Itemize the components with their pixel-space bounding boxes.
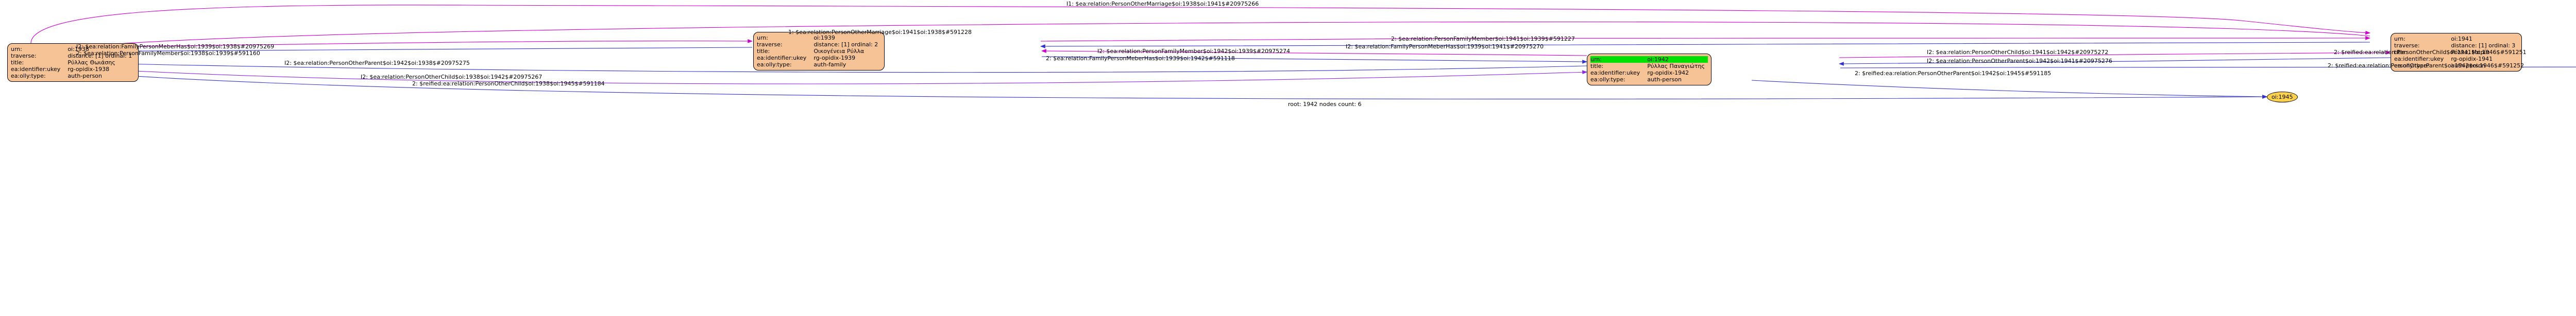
node-row: traverse: distance: [1] ordinal: 2 <box>757 41 881 48</box>
edge-label-person-family-member-1942-1939: I2: $ea:relation:PersonFamilyMember$oi:1… <box>1097 48 1291 55</box>
edge-label-marriage-1938-1941: I1: $ea:relation:PersonOtherMarriage$oi:… <box>1066 1 1259 7</box>
node-field-value: distance: [1] ordinal: 2 <box>814 41 878 48</box>
node-field-key: urn: <box>757 34 768 41</box>
node-row: ea:identifier:ukey rg-opidix-1938 <box>11 66 135 73</box>
node-field-value: Ρύλλα, Μαρία <box>2451 49 2490 56</box>
node-row: urn: oi:1939 <box>757 34 881 41</box>
node-field-key: ea:olly:type: <box>1590 76 1625 83</box>
node-field-value: distance: [1] ordinal: 1 <box>67 52 132 59</box>
edge-label-reified-person-other-parent-1942-1946: 2: $reified:ea:relation:PersonOtherParen… <box>2328 62 2524 69</box>
node-field-value: oi:1939 <box>814 34 835 41</box>
node-row: ea:identifier:ukey rg-opidix-1942 <box>1590 69 1708 76</box>
node-row: traverse: distance: [1] ordinal: 1 <box>11 52 135 59</box>
node-field-value: oi:1942 <box>1647 56 1669 63</box>
node-box: urn: oi:1942 title: Ρύλλας Παναγιώτης ea:i… <box>1587 54 1711 85</box>
node-field-key: title: <box>757 48 770 55</box>
node-field-key: urn: <box>11 46 22 52</box>
node-row: ea:olly:type: auth-person <box>1590 76 1708 83</box>
node-field-key: urn: <box>1590 56 1602 63</box>
edge-label-person-other-parent-1942-1938: I2: $ea:relation:PersonOtherParent$oi:19… <box>284 60 470 66</box>
node-row: title: Οικογένεια Ρύλλα <box>757 48 881 55</box>
edge-label-family-member-has-1939-1942: 2: $ea:relation:FamilyPersonMeberHas$oi:… <box>1046 55 1235 62</box>
node-row: title: Ρύλλας Θωιάσης <box>11 59 135 66</box>
graph-node-1942-root[interactable]: urn: oi:1942 title: Ρύλλας Παναγιώτης ea:i… <box>1587 54 1711 85</box>
node-field-value: oi:1938 <box>67 46 89 52</box>
node-field-value: Ρύλλας Θωιάσης <box>67 59 115 66</box>
node-field-value: rg-opidix-1938 <box>67 66 110 73</box>
graph-node-1938[interactable]: urn: oi:1938 traverse: distance: [1] ordin… <box>7 43 139 82</box>
node-box: urn: oi:1941 traverse: distance: [1] ordin… <box>2391 33 2522 72</box>
edge-label-person-other-child-1938-1942: I2: $ea:relation:PersonOtherChild$oi:193… <box>361 74 543 80</box>
node-field-key: title: <box>11 59 24 66</box>
edge-label-reified-person-other-child-1941-1946: 2: $reified:ea:relation:PersonOtherChild… <box>2334 49 2527 56</box>
node-row: title: Ρύλλας Παναγιώτης <box>1590 63 1708 69</box>
graph-node-1945[interactable]: oi:1945 <box>2267 92 2298 102</box>
node-row: ea:identifier:ukey rg-opidix-1941 <box>2394 56 2518 62</box>
node-field-value: auth-family <box>814 61 846 68</box>
node-row: ea:olly:type: auth-person <box>11 73 135 79</box>
node-box: urn: oi:1938 traverse: distance: [1] ordin… <box>7 43 139 82</box>
node-field-key: title: <box>1590 63 1604 69</box>
graph-node-1939[interactable]: urn: oi:1939 traverse: distance: [1] ordin… <box>753 32 885 71</box>
node-field-value: auth-person <box>1647 76 1682 83</box>
node-field-key: traverse: <box>757 41 783 48</box>
node-row: title: Ρύλλα, Μαρία <box>2394 49 2518 56</box>
edge-label-reified-person-other-child-1938-1945: 2: $reified:ea:relation:PersonOtherChild… <box>412 80 605 87</box>
node-field-key: ea:olly:type: <box>11 73 46 79</box>
node-field-value: auth-person <box>67 73 102 79</box>
node-field-key: traverse: <box>2394 42 2420 49</box>
node-field-value: rg-opidix-1939 <box>814 55 856 61</box>
edge-label-marriage-1941-1938: 1: $ea:relation:PersonOtherMarriage$oi:1… <box>788 29 972 36</box>
node-box: urn: oi:1939 traverse: distance: [1] ordin… <box>753 32 885 71</box>
node-field-key: ea:identifier:ukey <box>757 55 807 61</box>
node-field-key: ea:identifier:ukey <box>11 66 61 73</box>
node-field-key: urn: <box>2394 36 2405 42</box>
node-field-value: rg-opidix-1942 <box>1647 69 1689 76</box>
node-row: traverse: distance: [1] ordinal: 3 <box>2394 42 2518 49</box>
node-field-key: traverse: <box>11 52 37 59</box>
node-field-key: ea:identifier:ukey <box>2394 56 2444 62</box>
node-row: urn: oi:1938 <box>11 46 135 52</box>
node-field-key: ea:olly:type: <box>757 61 792 68</box>
node-field-value: Οικογένεια Ρύλλα <box>814 48 865 55</box>
node-ellipse-label: oi:1945 <box>2267 92 2298 102</box>
edge-label-reified-person-other-parent-1942-1945: 2: $reified:ea:relation:PersonOtherParen… <box>1855 70 2052 77</box>
edge-label-family-member-has-1939-1941: I2: $ea:relation:FamilyPersonMeberHas$oi… <box>1346 43 1544 50</box>
graph-footer-text: root: 1942 nodes count: 6 <box>1288 101 1362 108</box>
node-field-value: auth-person <box>2451 62 2485 69</box>
edge-label-person-family-member-1938-1939: 2: $ea:relation:PersonFamilyMember$oi:19… <box>76 50 260 57</box>
node-row: ea:olly:type: auth-family <box>757 61 881 68</box>
edge-label-family-member-has-1939-1938: I2: $ea:relation:FamilyPersonMeberHas$oi… <box>76 43 275 50</box>
edge-label-person-family-member-1941-1939: 2: $ea:relation:PersonFamilyMember$oi:19… <box>1391 36 1575 42</box>
node-field-key: ea:identifier:ukey <box>1590 69 1640 76</box>
edge-label-person-other-parent-1942-1941: I2: $ea:relation:PersonOtherParent$oi:19… <box>1927 58 2112 64</box>
edge-label-person-other-child-1941-1942: I2: $ea:relation:PersonOtherChild$oi:194… <box>1927 49 2109 56</box>
node-row-highlight: urn: oi:1942 <box>1590 56 1708 63</box>
node-field-value: distance: [1] ordinal: 3 <box>2451 42 2516 49</box>
node-field-key: title: <box>2394 49 2408 56</box>
node-field-value: rg-opidix-1941 <box>2451 56 2493 62</box>
node-row: ea:olly:type: auth-person <box>2394 62 2518 69</box>
node-row: urn: oi:1941 <box>2394 36 2518 42</box>
graph-node-1941[interactable]: urn: oi:1941 traverse: distance: [1] ordin… <box>2391 33 2522 72</box>
node-field-value: oi:1941 <box>2451 36 2472 42</box>
node-field-value: Ρύλλας Παναγιώτης <box>1647 63 1705 69</box>
node-field-key: ea:olly:type: <box>2394 62 2429 69</box>
node-row: ea:identifier:ukey rg-opidix-1939 <box>757 55 881 61</box>
